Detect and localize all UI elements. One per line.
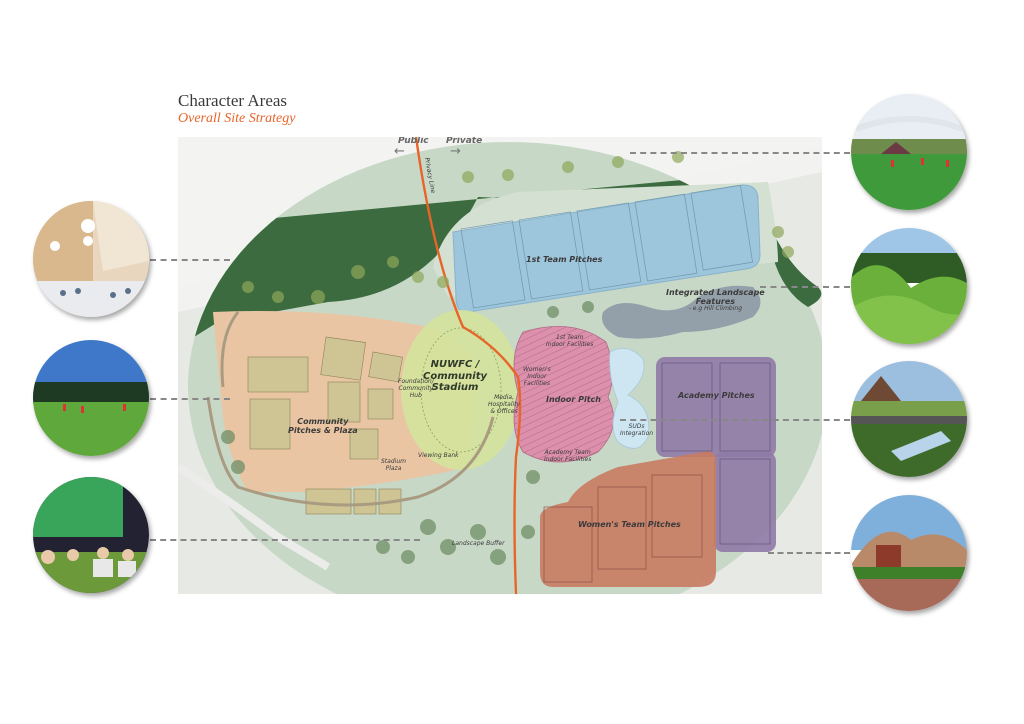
womens-indoor-label: Women's Indoor Facilities [523, 366, 551, 387]
academy-indoor-label: Academy Team Indoor Facilities [544, 449, 592, 463]
photo-fan-zone [33, 477, 149, 593]
academy-pitches-label: Academy Pitches [678, 391, 755, 400]
viewing-bank-label: Viewing Bank [418, 452, 459, 459]
leader-line [150, 398, 230, 400]
private-label: Private [446, 137, 483, 146]
landscape-features-label: Integrated Landscape Features - e.g Hill… [666, 288, 765, 313]
site-plan-graphic [178, 137, 822, 594]
page-title: Character Areas [178, 91, 288, 110]
foundation-hub-label: Foundation/ Community Hub [398, 378, 434, 399]
stadium-label: NUWFC / Community Stadium [423, 359, 488, 393]
womens-pitches-label: Women's Team Pitches [578, 520, 681, 529]
leader-line [620, 419, 850, 421]
first-team-indoor-label: 1st Team Indoor Facilities [546, 334, 594, 348]
leader-line [150, 539, 420, 541]
media-hospitality-label: Media, Hospitality & Offices [488, 394, 521, 415]
community-pitches-label: Community Pitches & Plaza [288, 417, 358, 436]
suds-label: SUDs Integration [620, 423, 654, 437]
page-subtitle: Overall Site Strategy [178, 111, 296, 126]
leader-line [768, 552, 850, 554]
first-team-pitches-label: 1st Team Pitches [526, 255, 603, 264]
stadium-plaza-label: Stadium Plaza [381, 458, 406, 472]
leader-line [630, 152, 850, 154]
indoor-pitch-label: Indoor Pitch [546, 395, 601, 404]
photo-suds-bridge [851, 361, 967, 477]
arrow-left-icon: ← [394, 144, 405, 159]
photo-indoor-hall [33, 201, 149, 317]
leader-line [760, 286, 850, 288]
photo-stadium [851, 94, 967, 210]
site-plan-map: Public ← Private → Privacy Line 1st Team… [178, 137, 822, 594]
photo-timber-canopy [851, 495, 967, 611]
public-label: Public [398, 137, 429, 146]
photo-landform [851, 228, 967, 344]
leader-line [150, 259, 230, 261]
arrow-right-icon: → [450, 144, 461, 159]
photo-grass-pitch [33, 340, 149, 456]
landscape-buffer-label: Landscape Buffer [452, 540, 505, 547]
